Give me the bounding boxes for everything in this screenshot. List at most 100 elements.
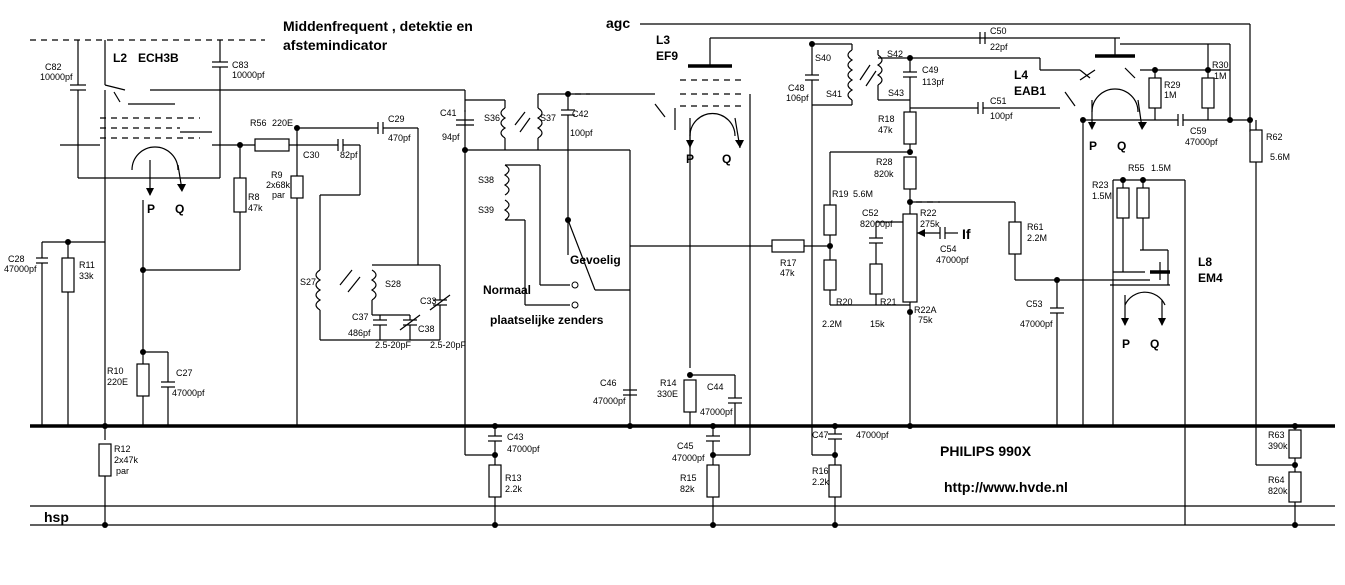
url-label: http://www.hvde.nl <box>944 479 1068 495</box>
r64-value: 820k <box>1268 486 1288 496</box>
l8-p: P <box>1122 337 1130 351</box>
r15-ref: R15 <box>680 473 697 483</box>
r12-note: par <box>116 466 129 476</box>
tube-l4-type: EAB1 <box>1014 84 1046 98</box>
tube-l8 <box>1110 249 1170 326</box>
c28-value: 47000pf <box>4 264 37 274</box>
c45-ref: C45 <box>677 441 694 451</box>
r63-ref: R63 <box>1268 430 1285 440</box>
c59-ref: C59 <box>1190 126 1207 136</box>
l4-q: Q <box>1117 139 1126 153</box>
c47-ref: C47 <box>812 430 829 440</box>
c51-value: 100pf <box>990 111 1013 121</box>
c82-ref: C82 <box>45 62 62 72</box>
c42-ref: C42 <box>572 109 589 119</box>
c45-value: 47000pf <box>672 453 705 463</box>
r8-value: 47k <box>248 203 263 213</box>
tube-l2-ref: L2 <box>113 51 127 65</box>
hsp-label: hsp <box>44 509 69 525</box>
r14-ref: R14 <box>660 378 677 388</box>
r28-value: 820k <box>874 169 894 179</box>
r18-value: 47k <box>878 125 893 135</box>
r61-value: 2.2M <box>1027 233 1047 243</box>
c38-ref: C38 <box>418 324 435 334</box>
agc-label: agc <box>606 15 630 31</box>
c51-ref: C51 <box>990 96 1007 106</box>
s41-ref: S41 <box>826 89 842 99</box>
tube-l3-type: EF9 <box>656 49 678 63</box>
c44-ref: C44 <box>707 382 724 392</box>
c37-ref: C37 <box>352 312 369 322</box>
r9-value: 2x68k <box>266 180 291 190</box>
c44-value: 47000pf <box>700 407 733 417</box>
c27-ref: C27 <box>176 368 193 378</box>
r19-ref: R19 <box>832 189 849 199</box>
l3-q: Q <box>722 152 731 166</box>
r19-value: 5.6M <box>853 189 873 199</box>
s36-ref: S36 <box>484 113 500 123</box>
c54-ref: C54 <box>940 244 957 254</box>
r56-value: 220E <box>272 118 293 128</box>
r62-ref: R62 <box>1266 132 1283 142</box>
r55-ref: R55 <box>1128 163 1145 173</box>
r30-ref: R30 <box>1212 60 1229 70</box>
r63-value: 390k <box>1268 441 1288 451</box>
switch-gevoelig: Gevoelig <box>570 253 621 267</box>
c27-value: 47000pf <box>172 388 205 398</box>
r23-value: 1.5M <box>1092 191 1112 201</box>
r13-value: 2.2k <box>505 484 523 494</box>
header-line2: afstemindicator <box>283 37 388 53</box>
c49-value: 113pf <box>922 77 944 87</box>
s43-ref: S43 <box>888 88 904 98</box>
tube-l4 <box>1064 38 1147 130</box>
r9-ref: R9 <box>271 170 283 180</box>
c43-value: 47000pf <box>507 444 540 454</box>
s28-ref: S28 <box>385 279 401 289</box>
c54-value: 47000pf <box>936 255 969 265</box>
r20-value: 2.2M <box>822 319 842 329</box>
header-line1: Middenfrequent , detektie en <box>283 18 473 34</box>
c50-value: 22pf <box>990 42 1008 52</box>
c33-value: 2.5-20pF <box>430 340 467 350</box>
s37-ref: S37 <box>540 113 556 123</box>
r23-ref: R23 <box>1092 180 1109 190</box>
s27-ref: S27 <box>300 277 316 287</box>
r22a-value: 75k <box>918 315 933 325</box>
r11-ref: R11 <box>79 260 95 270</box>
r12-ref: R12 <box>114 444 131 454</box>
switch-plaatselijke: plaatselijke zenders <box>490 313 604 327</box>
tube-l3-ref: L3 <box>656 33 670 47</box>
r56-ref: R56 <box>250 118 267 128</box>
l4-p: P <box>1089 139 1097 153</box>
r10-value: 220E <box>107 377 128 387</box>
c46-ref: C46 <box>600 378 617 388</box>
tube-l3 <box>674 37 1120 368</box>
c82-value: 10000pf <box>40 72 73 82</box>
c83-ref: C83 <box>232 60 249 70</box>
c30-value: 82pf <box>340 150 358 160</box>
c30-ref: C30 <box>303 150 320 160</box>
r18-ref: R18 <box>878 114 895 124</box>
r16-ref: R16 <box>812 466 829 476</box>
r29-ref: R29 <box>1164 80 1181 90</box>
if-label: If <box>962 226 971 242</box>
r8-ref: R8 <box>248 192 260 202</box>
l3-p: P <box>686 152 694 166</box>
c48-ref: C48 <box>788 83 805 93</box>
c47-value: 47000pf <box>856 430 889 440</box>
c29-value: 470pf <box>388 133 411 143</box>
r55-value: 1.5M <box>1151 163 1171 173</box>
r17-ref: R17 <box>780 258 797 268</box>
tube-l8-ref: L8 <box>1198 255 1212 269</box>
c48-value: 106pf <box>786 93 809 103</box>
l2-q: Q <box>175 202 184 216</box>
c38-value: 2.5-20pF <box>375 340 412 350</box>
c52-ref: C52 <box>862 208 879 218</box>
r13-ref: R13 <box>505 473 522 483</box>
c53-ref: C53 <box>1026 299 1043 309</box>
c49-ref: C49 <box>922 65 939 75</box>
l8-q: Q <box>1150 337 1159 351</box>
r16-value: 2.2k <box>812 477 830 487</box>
s39-ref: S39 <box>478 205 494 215</box>
r17-value: 47k <box>780 268 795 278</box>
